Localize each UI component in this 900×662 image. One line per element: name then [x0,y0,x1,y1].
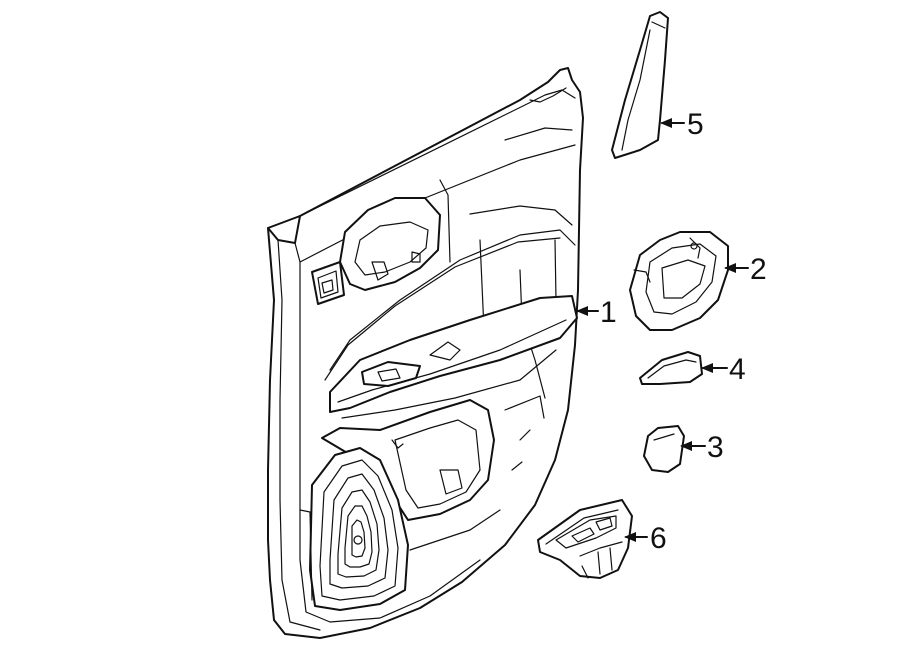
arrowhead-1 [576,306,588,316]
arrowhead-4 [701,363,713,373]
leader-lines [576,118,749,542]
door-trim-panel [267,67,584,639]
handle-trim [639,351,703,385]
pull-handle-bezel [629,231,729,331]
arrowhead-3 [680,441,692,451]
callout-4: 4 [729,353,746,386]
arrowhead-6 [624,532,636,542]
arrowhead-2 [724,263,736,273]
window-switch [537,499,633,579]
callout-labels: 1 2 3 4 5 6 [600,108,767,555]
callout-2: 2 [750,253,767,286]
callout-6: 6 [650,522,667,555]
applique-trim [611,11,669,159]
callout-5: 5 [687,108,704,141]
switch-plate [643,425,685,473]
callout-1: 1 [600,296,617,329]
arrowhead-5 [660,118,672,128]
callout-3: 3 [707,431,724,464]
